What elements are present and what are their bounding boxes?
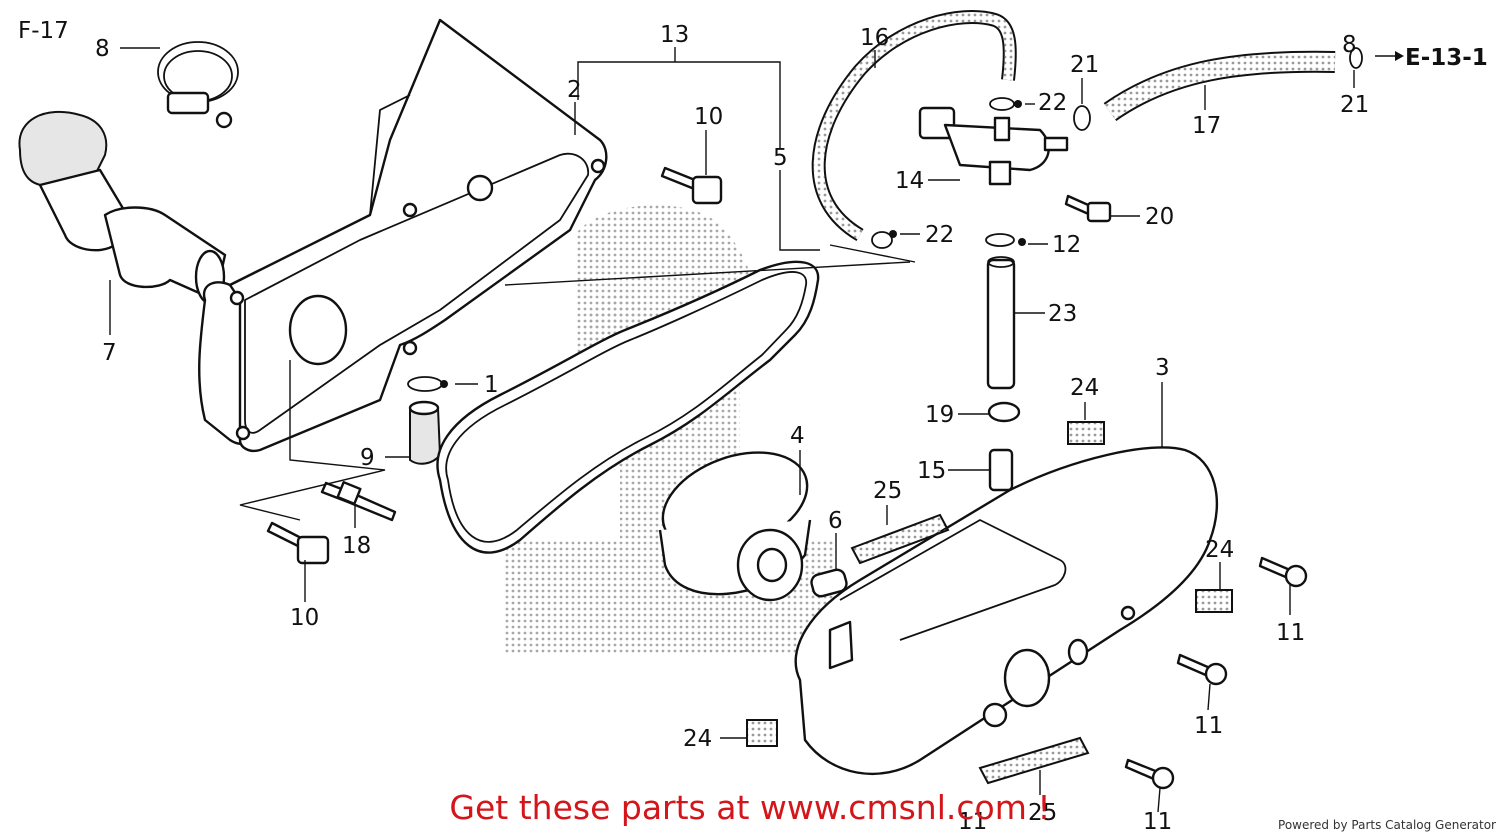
callout-15: 15 bbox=[917, 458, 946, 484]
part-hose-16 bbox=[811, 10, 1017, 242]
callout-4: 4 bbox=[790, 423, 805, 449]
callout-1: 1 bbox=[484, 372, 499, 398]
callout-10-bottom: 10 bbox=[290, 605, 319, 631]
part-outer-cover bbox=[794, 446, 1218, 775]
part-air-cleaner-case bbox=[198, 18, 608, 453]
part-plug bbox=[810, 568, 848, 598]
callout-25-top: 25 bbox=[873, 478, 902, 504]
leader-lines bbox=[109, 47, 1404, 813]
part-screws-11 bbox=[1124, 556, 1308, 790]
part-bolt-10-upper bbox=[660, 166, 723, 205]
part-o-ring-12 bbox=[985, 233, 1026, 247]
part-filter-element bbox=[658, 451, 812, 602]
callout-3: 3 bbox=[1155, 355, 1170, 381]
callout-9: 9 bbox=[360, 445, 375, 471]
callout-19: 19 bbox=[925, 402, 954, 428]
callout-22-top: 22 bbox=[1038, 90, 1067, 116]
part-drain-tube bbox=[408, 400, 442, 465]
callout-6: 6 bbox=[828, 508, 843, 534]
callout-7: 7 bbox=[102, 340, 117, 366]
callout-24-top: 24 bbox=[1070, 375, 1099, 401]
callout-25-bottom: 25 bbox=[1028, 800, 1057, 826]
callout-24-bottom: 24 bbox=[683, 726, 712, 752]
callout-13: 13 bbox=[660, 22, 689, 48]
callout-23: 23 bbox=[1048, 301, 1077, 327]
part-bolt-10-lower bbox=[266, 521, 330, 565]
callout-14: 14 bbox=[895, 168, 924, 194]
part-gasket bbox=[436, 260, 820, 554]
callout-labels: 8 7 13 2 10 5 16 21 22 17 21 8 14 20 22 … bbox=[95, 22, 1369, 835]
reference-code: E-13-1 bbox=[1405, 45, 1488, 71]
callout-18: 18 bbox=[342, 533, 371, 559]
part-clamp-19 bbox=[987, 401, 1021, 423]
part-bolt-18 bbox=[320, 481, 397, 522]
credit-text: Powered by Parts Catalog Generator bbox=[1278, 818, 1496, 832]
callout-5: 5 bbox=[773, 145, 788, 171]
callout-24-right: 24 bbox=[1205, 537, 1234, 563]
callout-21-top: 21 bbox=[1070, 52, 1099, 78]
callout-8-ref: 8 bbox=[1342, 32, 1357, 58]
part-hose-17 bbox=[1103, 50, 1336, 122]
callout-11-d: 11 bbox=[958, 809, 987, 835]
part-clips-21 bbox=[1073, 47, 1363, 131]
callout-11-c: 11 bbox=[1143, 809, 1172, 835]
promo-link[interactable]: Get these parts at www.cmsnl.com ! bbox=[449, 788, 1051, 827]
part-clips-22 bbox=[871, 97, 1022, 249]
callout-8: 8 bbox=[95, 36, 110, 62]
callout-22-mid: 22 bbox=[925, 222, 954, 248]
callout-11-a: 11 bbox=[1276, 620, 1305, 646]
part-band-clamp bbox=[157, 41, 239, 129]
part-valve-14 bbox=[918, 106, 1069, 186]
part-o-ring-1 bbox=[407, 376, 448, 392]
callout-2: 2 bbox=[567, 77, 582, 103]
callout-21-right: 21 bbox=[1340, 92, 1369, 118]
callout-20: 20 bbox=[1145, 204, 1174, 230]
part-pipe-23 bbox=[986, 256, 1016, 390]
callout-16: 16 bbox=[860, 25, 889, 51]
part-fitting-15 bbox=[988, 448, 1014, 492]
part-intake-tube bbox=[18, 110, 227, 305]
part-screw-20 bbox=[1064, 194, 1112, 223]
callout-10-top: 10 bbox=[694, 104, 723, 130]
part-pads bbox=[746, 421, 1233, 785]
callout-11-b: 11 bbox=[1194, 713, 1223, 739]
callout-12: 12 bbox=[1052, 232, 1081, 258]
callout-17: 17 bbox=[1192, 113, 1221, 139]
page-code: F-17 bbox=[18, 18, 69, 44]
